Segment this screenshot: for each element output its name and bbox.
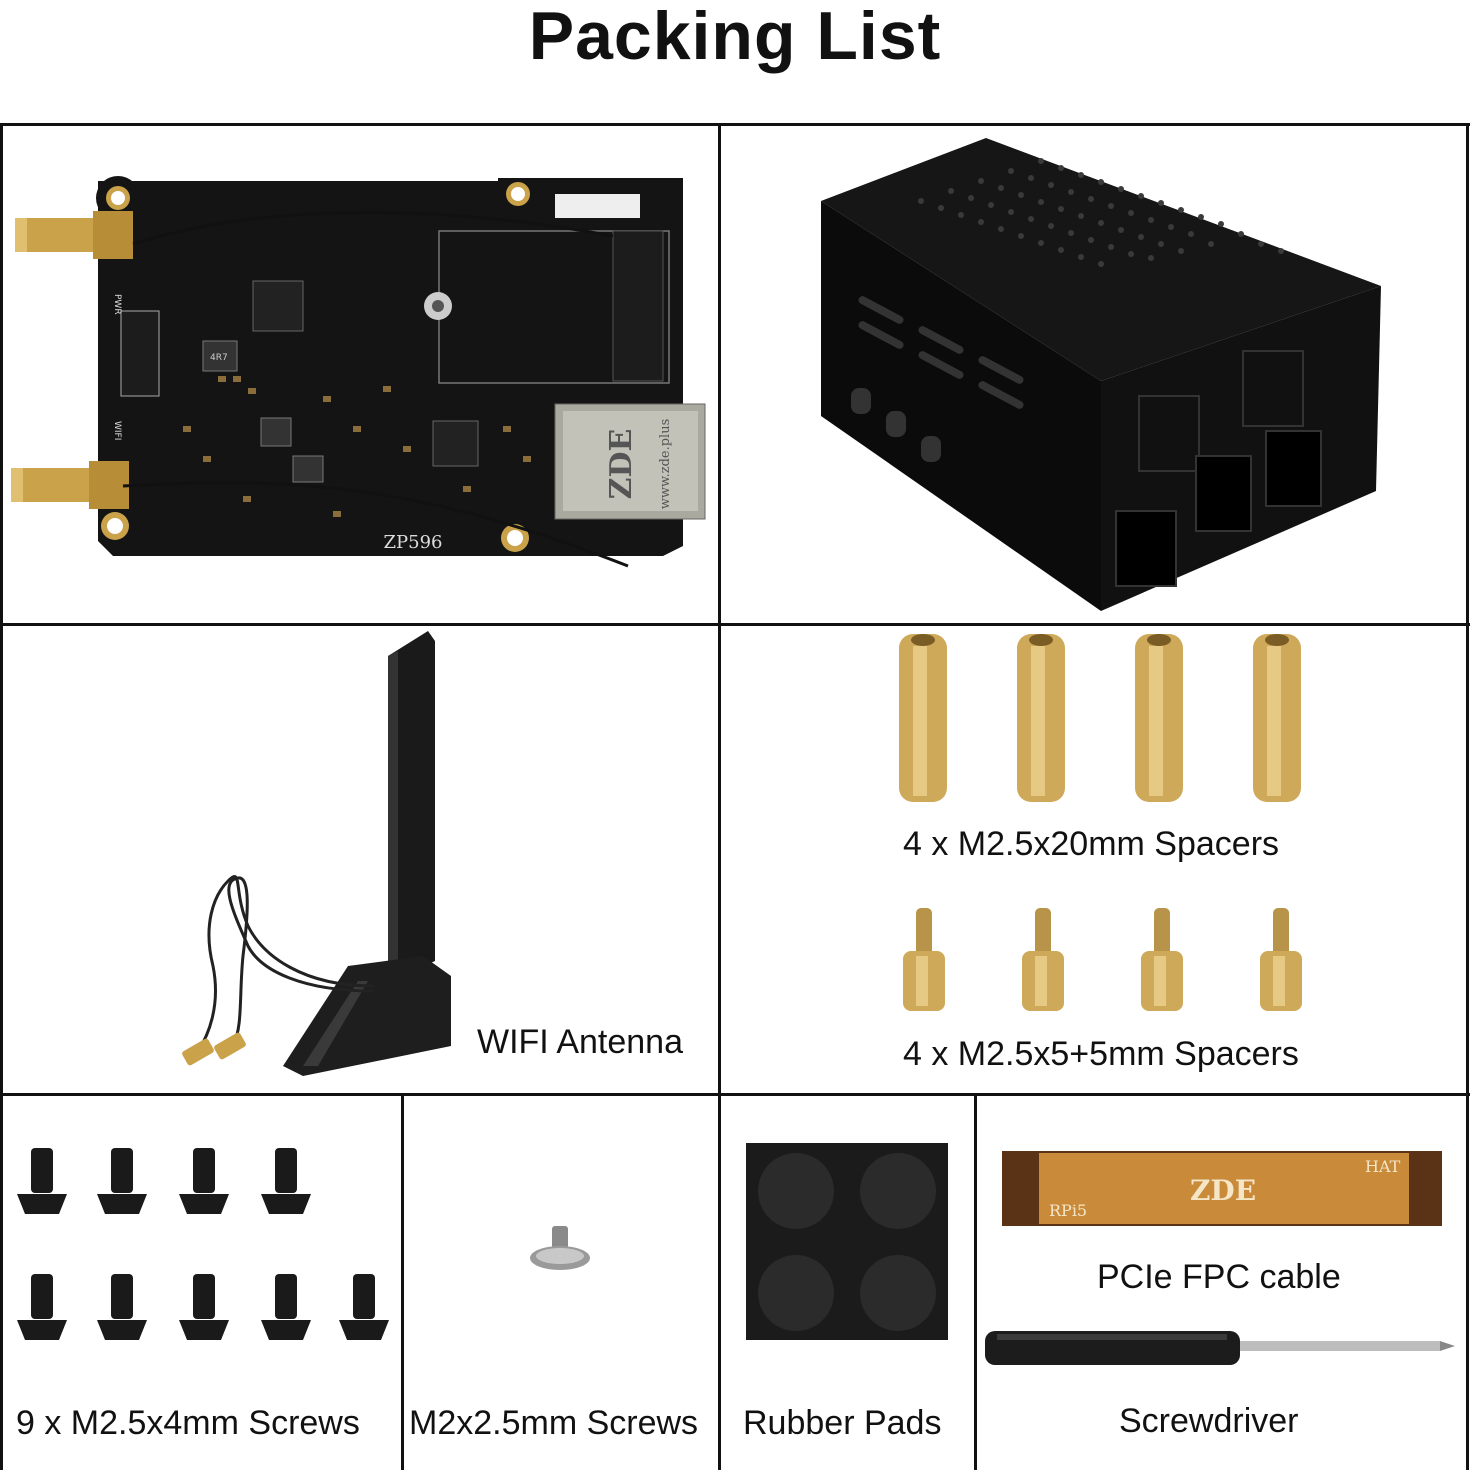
cell-fpc-screwdriver: ZDE RPi5 HAT PCIe FPC cable Screwdriver [977, 1096, 1466, 1470]
grid-col-divider-right [974, 1093, 977, 1470]
grid-top-border [0, 123, 1470, 126]
pcb-board-image: ZDE www.zde.plus ZP596 PWR WIFI 4R7 [11, 176, 706, 568]
screw-1 [17, 1148, 67, 1214]
board-silk-wifi: WIFI [112, 421, 122, 440]
screw-7 [179, 1274, 229, 1340]
board-silk-pwr: PWR [112, 294, 122, 315]
grid-row-divider-2 [0, 1093, 1470, 1096]
screw-5 [17, 1274, 67, 1340]
cell-spacers: 4 x M2.5x20mm Spacers 4 x M2.5x5+5mm Spa… [721, 626, 1466, 1093]
screw-8 [261, 1274, 311, 1340]
screw-9 [339, 1274, 389, 1340]
rubber-pads-image [746, 1143, 948, 1340]
metal-case-image [821, 138, 1381, 611]
screw-2 [97, 1148, 147, 1214]
rubber-pads-label: Rubber Pads [743, 1404, 942, 1442]
cell-case [721, 126, 1466, 623]
cell-screws-m2: M2x2.5mm Screws [404, 1096, 718, 1470]
page-title: Packing List [528, 0, 942, 74]
screw-m2-image [530, 1226, 590, 1270]
spacer-5mm-4 [1260, 908, 1302, 1011]
fpc-cable-image: ZDE RPi5 HAT [1002, 1151, 1442, 1226]
spacers-image [899, 634, 1302, 1011]
screw-3 [179, 1148, 229, 1214]
wifi-antenna-image [182, 631, 451, 1076]
spacer-20mm-1 [899, 634, 947, 802]
fpc-silk-left: RPi5 [1049, 1201, 1087, 1220]
fpc-silk-right: HAT [1365, 1157, 1401, 1176]
cell-screws-m25: 9 x M2.5x4mm Screws [3, 1096, 401, 1470]
cell-board: ZDE www.zde.plus ZP596 PWR WIFI 4R7 [3, 126, 718, 623]
grid-right-border [1466, 123, 1469, 1470]
screws-m25-image [17, 1148, 389, 1340]
spacer-20mm-3 [1135, 634, 1183, 802]
board-silk-4r7: 4R7 [210, 353, 228, 363]
spacer-20mm-2 [1017, 634, 1065, 802]
spacers-20mm-label: 4 x M2.5x20mm Spacers [903, 825, 1280, 863]
board-silk-brand: ZDE [604, 429, 639, 500]
grid-col-divider-left [401, 1093, 404, 1470]
sma-connector-top [15, 211, 133, 259]
screws-m25-label: 9 x M2.5x4mm Screws [16, 1404, 360, 1442]
screwdriver-label: Screwdriver [1119, 1402, 1299, 1440]
grid-row-divider-1 [0, 623, 1470, 626]
screw-6 [97, 1274, 147, 1340]
antenna-label: WIFI Antenna [477, 1023, 683, 1061]
screwdriver-image [985, 1331, 1455, 1365]
spacer-5mm-2 [1022, 908, 1064, 1011]
fpc-silk-brand: ZDE [1190, 1174, 1256, 1207]
spacer-5mm-3 [1141, 908, 1183, 1011]
spacers-5mm-label: 4 x M2.5x5+5mm Spacers [903, 1035, 1299, 1073]
grid-left-border [0, 123, 3, 1470]
screw-4 [261, 1148, 311, 1214]
spacer-20mm-4 [1253, 634, 1301, 802]
fpc-cable-label: PCIe FPC cable [1097, 1258, 1341, 1296]
screws-m2-label: M2x2.5mm Screws [409, 1404, 699, 1442]
board-silk-url: www.zde.plus [658, 419, 673, 510]
cell-rubber-pads: Rubber Pads [721, 1096, 974, 1470]
cell-antenna: WIFI Antenna [3, 626, 718, 1093]
board-silk-model: ZP596 [384, 532, 443, 553]
spacer-5mm-1 [903, 908, 945, 1011]
sma-connector-bottom [11, 461, 129, 509]
grid-col-divider-main [718, 123, 721, 1470]
